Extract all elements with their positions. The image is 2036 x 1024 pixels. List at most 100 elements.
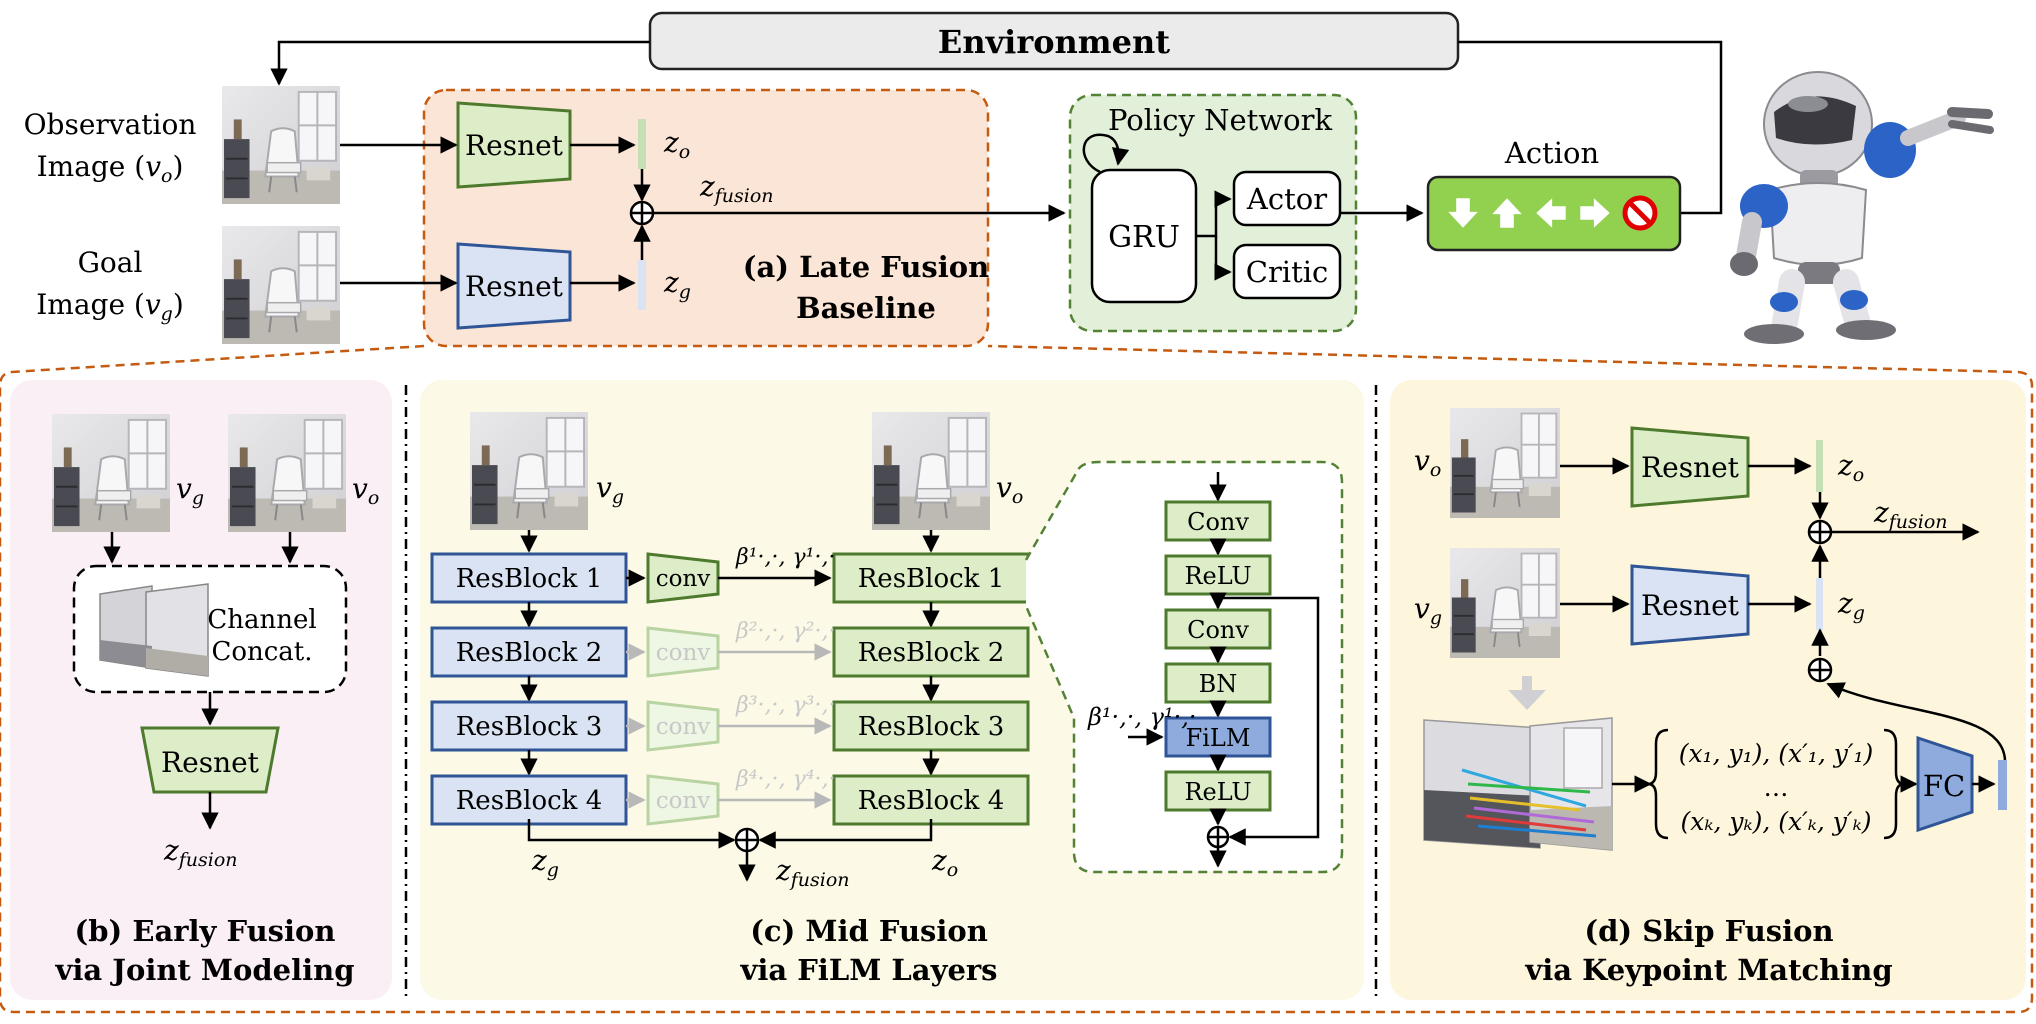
environment-box: Environment [648,11,1460,71]
early-v-o: vo [352,472,379,509]
detail-layer-4 [1164,662,1272,704]
skip-fusion-panel: vo vg Resnet Resnet zo zg zfusion [1390,380,2026,1000]
skip-z-o-bar [1816,440,1823,492]
skip-z-fusion: zfusion [1873,496,1948,533]
policy-network-panel: Policy Network GRU Actor Critic [1068,93,1358,333]
fc-layer [1916,735,1974,833]
late-caption-2: Baseline [796,291,936,325]
kp-line-2: … [1764,773,1789,802]
fc-output-bar [1998,760,2007,810]
late-z-o: zo [663,126,690,163]
late-z-fusion: zfusion [699,170,774,207]
detail-layer-label: FiLM [1186,724,1251,752]
mid-obs-image [872,412,990,530]
detail-layer-label: ReLU [1184,562,1251,590]
early-caption-1: (b) Early Fusion [75,914,336,948]
env-to-obs-arrow [270,40,650,86]
skip-resnet-bottom [1630,564,1750,646]
right-resblock-label: ResBlock 4 [858,786,1005,816]
late-z-g-bar [638,260,646,310]
left-resblock-label: ResBlock 3 [456,712,603,742]
policy-title: Policy Network [1108,103,1333,137]
mid-caption-2: via FiLM Layers [739,953,997,987]
early-v-g: vg [176,472,204,509]
mid-v-g: vg [596,471,624,508]
expanded-dashed-border [0,344,2034,1014]
kp-line-3: (xₖ, yₖ), (x′ₖ, y′ₖ) [1681,807,1872,836]
film-param-3: β³·,·, γ³·,· [735,693,835,718]
skip-z-g: zg [1837,587,1865,624]
skip-oplus-top [1807,519,1833,545]
skip-v-g: vg [1414,592,1442,629]
mid-oplus [734,827,760,853]
left-resblock-label: ResBlock 4 [456,786,603,816]
detail-layer-5 [1164,716,1272,758]
goal-image [222,226,340,344]
concat-images [99,583,209,677]
gru-loop-arrow [1082,133,1130,174]
action-label: Action [1504,136,1599,170]
mid-z-g: zg [531,844,559,881]
skip-caption-1: (d) Skip Fusion [1584,914,1833,948]
late-resnet-bottom [456,242,572,330]
conv-label: conv [656,714,711,740]
skip-v-o: vo [1414,444,1441,481]
skip-goal-image [1450,548,1560,658]
left-resblock-4 [430,774,628,826]
late-z-o-bar [638,119,646,169]
detail-layer-2 [1164,554,1272,596]
kp-line-1: (x₁, y₁), (x′₁, y′₁) [1679,739,1874,768]
mid-z-fusion: zfusion [775,854,850,891]
conv-label: conv [656,788,711,814]
right-resblock-label: ResBlock 3 [858,712,1005,742]
observation-image [222,86,340,204]
action-to-env-line [1458,40,1723,215]
early-goal-image [52,414,170,532]
conv-label: conv [656,566,711,592]
skip-caption-2: via Keypoint Matching [1524,953,1892,987]
svg-text:Critic: Critic [1246,255,1329,289]
concat-label-2: Concat. [211,637,312,667]
right-resblock-4 [832,774,1030,826]
early-resnet [140,726,280,794]
conv-label: conv [656,640,711,666]
stop-icon [1622,195,1658,231]
early-caption-2: via Joint Modeling [55,953,355,987]
right-resblock-label: ResBlock 1 [858,564,1005,594]
detail-layer-1 [1164,500,1272,542]
conv-3 [646,700,720,752]
conv-4 [646,774,720,826]
critic-box [1232,243,1342,300]
svg-text:Resnet: Resnet [161,746,260,779]
detail-film-param: β¹·,·, γ¹·,· [1087,703,1197,731]
detail-layer-3 [1164,608,1272,650]
svg-text:Resnet: Resnet [465,270,564,303]
gray-down-arrow [1508,676,1546,710]
svg-text:Goal: Goal [78,246,143,279]
kp-left-brace [1647,728,1669,840]
svg-text:GRU: GRU [1108,220,1180,255]
detail-layer-label: Conv [1187,508,1249,536]
svg-text:Actor: Actor [1246,182,1327,216]
action-box [1426,175,1682,252]
late-fusion-panel: Resnet Resnet zo zg zfusion (a) Late Fus… [422,88,990,348]
early-fusion-panel: vg vo Channel Concat. Resnet zfusion (b)… [10,380,392,1000]
robot [1730,71,1994,344]
matched-images [1423,717,1613,851]
concat-label-1: Channel [207,605,316,635]
film-param-4: β⁴·,·, γ⁴·,· [735,767,835,792]
svg-text:Image (vo): Image (vo) [37,150,184,187]
observation-label: Observation Image (vo) [24,108,197,187]
mid-goal-image [470,412,588,530]
detail-layer-label: Conv [1187,616,1249,644]
skip-obs-image [1450,408,1560,518]
conv-1 [646,552,720,604]
conv-2 [646,626,720,678]
mid-z-o: zo [931,844,958,881]
right-resblock-3 [832,700,1030,752]
skip-z-o: zo [1837,449,1864,486]
